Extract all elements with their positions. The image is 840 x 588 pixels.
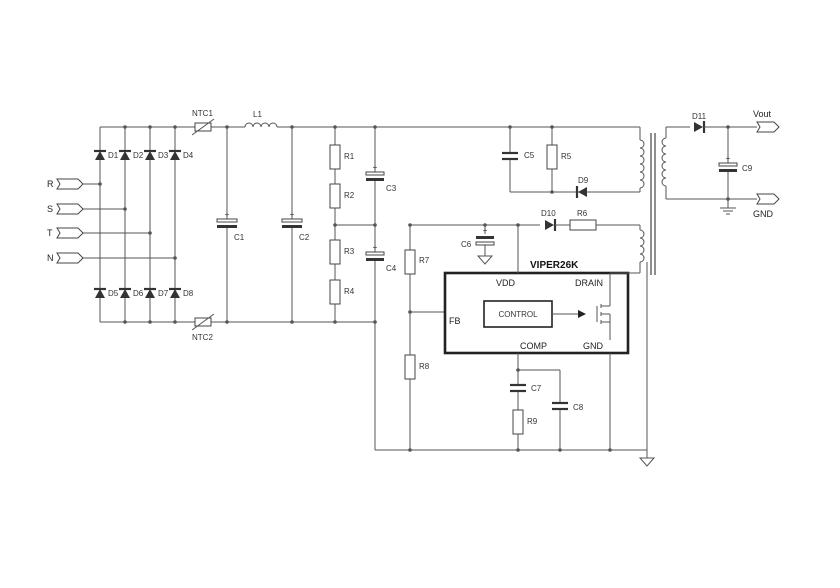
svg-text:C6: C6 bbox=[461, 240, 472, 249]
svg-text:D5: D5 bbox=[108, 289, 119, 298]
capacitor-c9: + C9 bbox=[718, 154, 753, 173]
diode-d7: D7 bbox=[144, 287, 169, 298]
thermistor-ntc1: NTC1 bbox=[175, 109, 245, 136]
capacitor-c2: + C2 bbox=[281, 127, 310, 322]
diode-d11: D11 bbox=[692, 112, 707, 133]
diode-d10: D10 bbox=[541, 209, 556, 231]
resistor-r7: R7 bbox=[404, 249, 430, 275]
output-terminal-gnd: GND bbox=[753, 193, 780, 219]
svg-text:R7: R7 bbox=[419, 256, 430, 265]
resistor-r5: R5 bbox=[546, 144, 572, 170]
input-label-n: N bbox=[47, 253, 54, 263]
resistor-r8: R8 bbox=[404, 354, 430, 380]
svg-text:R6: R6 bbox=[577, 209, 588, 218]
svg-text:C1: C1 bbox=[234, 233, 245, 242]
input-label-t: T bbox=[47, 228, 53, 238]
svg-text:D1: D1 bbox=[108, 151, 119, 160]
pin-drain: DRAIN bbox=[575, 278, 603, 288]
pin-comp: COMP bbox=[520, 341, 547, 351]
ic-viper26k: VIPER26K VDD DRAIN FB COMP GND CONTROL bbox=[443, 260, 630, 355]
svg-text:+: + bbox=[483, 226, 488, 235]
svg-text:+: + bbox=[225, 210, 230, 219]
capacitor-c7: C7 bbox=[510, 383, 542, 393]
ground-icon bbox=[476, 255, 494, 265]
diode-d8: D8 bbox=[169, 287, 194, 298]
capacitor-c4: + C4 bbox=[365, 243, 397, 273]
pin-gnd: GND bbox=[583, 341, 604, 351]
mosfet-icon bbox=[596, 296, 611, 340]
ic-name: VIPER26K bbox=[530, 260, 579, 271]
svg-text:D11: D11 bbox=[692, 112, 707, 121]
svg-text:C2: C2 bbox=[299, 233, 310, 242]
resistor-r1: R1 bbox=[329, 144, 355, 170]
diode-d4: D4 bbox=[169, 149, 194, 160]
output-label-gnd: GND bbox=[753, 209, 774, 219]
svg-text:D7: D7 bbox=[158, 289, 169, 298]
capacitor-c3: + C3 bbox=[365, 163, 397, 193]
svg-text:C4: C4 bbox=[386, 264, 397, 273]
ground-icon bbox=[638, 457, 656, 467]
pin-fb: FB bbox=[449, 316, 461, 326]
thermistor-ntc2: NTC2 bbox=[175, 313, 375, 342]
input-terminal-n: N bbox=[47, 252, 175, 264]
capacitor-c5: C5 bbox=[502, 151, 535, 161]
svg-text:R4: R4 bbox=[344, 287, 355, 296]
svg-text:R5: R5 bbox=[561, 152, 572, 161]
capacitor-c8: C8 bbox=[552, 401, 584, 412]
resistor-r4: R4 bbox=[329, 279, 355, 305]
input-label-r: R bbox=[47, 179, 54, 189]
diode-d5: D5 bbox=[94, 287, 119, 298]
svg-text:CONTROL: CONTROL bbox=[498, 310, 538, 319]
svg-text:L1: L1 bbox=[253, 110, 262, 119]
diode-d1: D1 bbox=[94, 149, 119, 160]
input-terminal-r: R bbox=[47, 178, 100, 190]
svg-text:D4: D4 bbox=[183, 151, 194, 160]
svg-text:+: + bbox=[726, 154, 731, 163]
svg-text:NTC2: NTC2 bbox=[192, 333, 213, 342]
svg-text:+: + bbox=[290, 210, 295, 219]
input-terminal-s: S bbox=[47, 203, 125, 215]
diode-d3: D3 bbox=[144, 149, 169, 160]
svg-text:C3: C3 bbox=[386, 184, 397, 193]
svg-text:R2: R2 bbox=[344, 191, 355, 200]
ground-icon bbox=[720, 207, 736, 215]
svg-text:D6: D6 bbox=[133, 289, 144, 298]
diode-d9: D9 bbox=[575, 176, 589, 198]
inductor-l1: L1 bbox=[244, 110, 278, 128]
input-terminal-t: T bbox=[47, 227, 150, 239]
svg-text:+: + bbox=[373, 243, 378, 252]
input-label-s: S bbox=[47, 204, 53, 214]
output-label-vout: Vout bbox=[753, 109, 772, 119]
svg-text:C8: C8 bbox=[573, 403, 584, 412]
diode-d6: D6 bbox=[119, 287, 144, 298]
svg-text:C9: C9 bbox=[742, 164, 753, 173]
svg-text:D9: D9 bbox=[578, 176, 589, 185]
transformer-icon bbox=[639, 127, 667, 450]
svg-text:R1: R1 bbox=[344, 152, 355, 161]
diode-d2: D2 bbox=[119, 149, 144, 160]
svg-text:NTC1: NTC1 bbox=[192, 109, 213, 118]
svg-text:D3: D3 bbox=[158, 151, 169, 160]
output-terminal-vout: Vout bbox=[753, 109, 780, 133]
resistor-r6: R6 bbox=[569, 209, 597, 231]
resistor-r2: R2 bbox=[329, 183, 355, 209]
pin-vdd: VDD bbox=[496, 278, 516, 288]
svg-text:C7: C7 bbox=[531, 384, 542, 393]
capacitor-c1: + C1 bbox=[216, 127, 245, 322]
svg-text:+: + bbox=[373, 163, 378, 172]
resistor-r9: R9 bbox=[512, 409, 538, 435]
svg-text:R8: R8 bbox=[419, 362, 430, 371]
svg-text:D2: D2 bbox=[133, 151, 144, 160]
resistor-r3: R3 bbox=[329, 239, 355, 265]
control-block: CONTROL bbox=[483, 300, 553, 328]
svg-text:R9: R9 bbox=[527, 417, 538, 426]
svg-text:D10: D10 bbox=[541, 209, 556, 218]
capacitor-c6: + C6 bbox=[461, 226, 495, 249]
svg-text:C5: C5 bbox=[524, 151, 535, 160]
svg-text:R3: R3 bbox=[344, 247, 355, 256]
svg-text:D8: D8 bbox=[183, 289, 194, 298]
